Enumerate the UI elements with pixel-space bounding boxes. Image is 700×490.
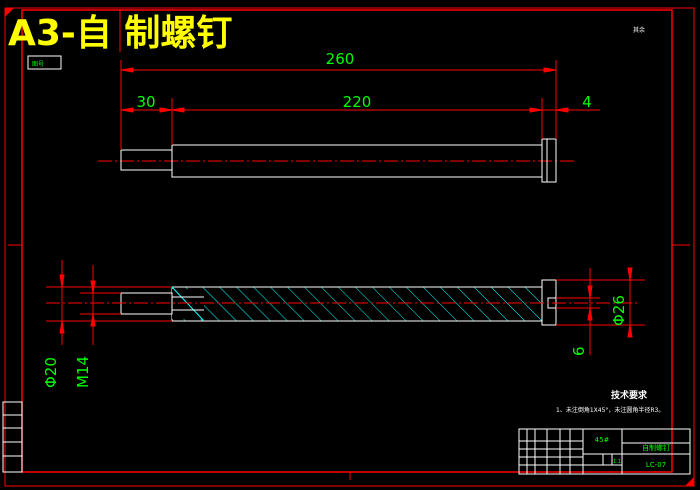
shank-end xyxy=(120,149,173,171)
dim-thread: M14 xyxy=(74,356,92,388)
corner-mark xyxy=(5,8,14,17)
dim-dia-body: Φ20 xyxy=(42,357,60,388)
scale: 1:1 xyxy=(613,459,621,465)
drawing-number: LC-07 xyxy=(646,461,666,469)
dim-right: 4 xyxy=(582,93,592,111)
section-dimensions xyxy=(46,260,645,355)
dim-slot: 6 xyxy=(570,346,588,356)
drawing-title: A3-自 制螺钉 xyxy=(8,13,232,54)
corner-mark xyxy=(685,477,694,486)
section-view xyxy=(46,279,640,326)
material: 45# xyxy=(595,436,610,444)
top-view xyxy=(98,138,575,183)
hatched-body xyxy=(171,286,543,322)
tech-req-heading: 技术要求 xyxy=(611,389,648,401)
top-dimensions xyxy=(120,60,600,150)
dim-middle: 220 xyxy=(343,93,372,111)
revision-strip xyxy=(2,401,23,473)
outer-frame xyxy=(4,7,695,487)
tech-req-line1: 1、未注倒角1X45°，未注圆角半径R3。 xyxy=(556,406,664,414)
head xyxy=(541,138,557,183)
inner-frame xyxy=(21,9,673,473)
dim-left: 30 xyxy=(136,93,155,111)
sheet-tag-box xyxy=(27,55,62,70)
corner-mark-text: 其余 xyxy=(633,26,645,34)
title-block xyxy=(518,428,691,475)
sheet-tag: 图号 xyxy=(32,61,44,68)
dim-dia-head: Φ26 xyxy=(610,295,628,326)
dim-overall: 260 xyxy=(326,50,355,68)
part-name: 自制螺钉 xyxy=(642,443,670,452)
